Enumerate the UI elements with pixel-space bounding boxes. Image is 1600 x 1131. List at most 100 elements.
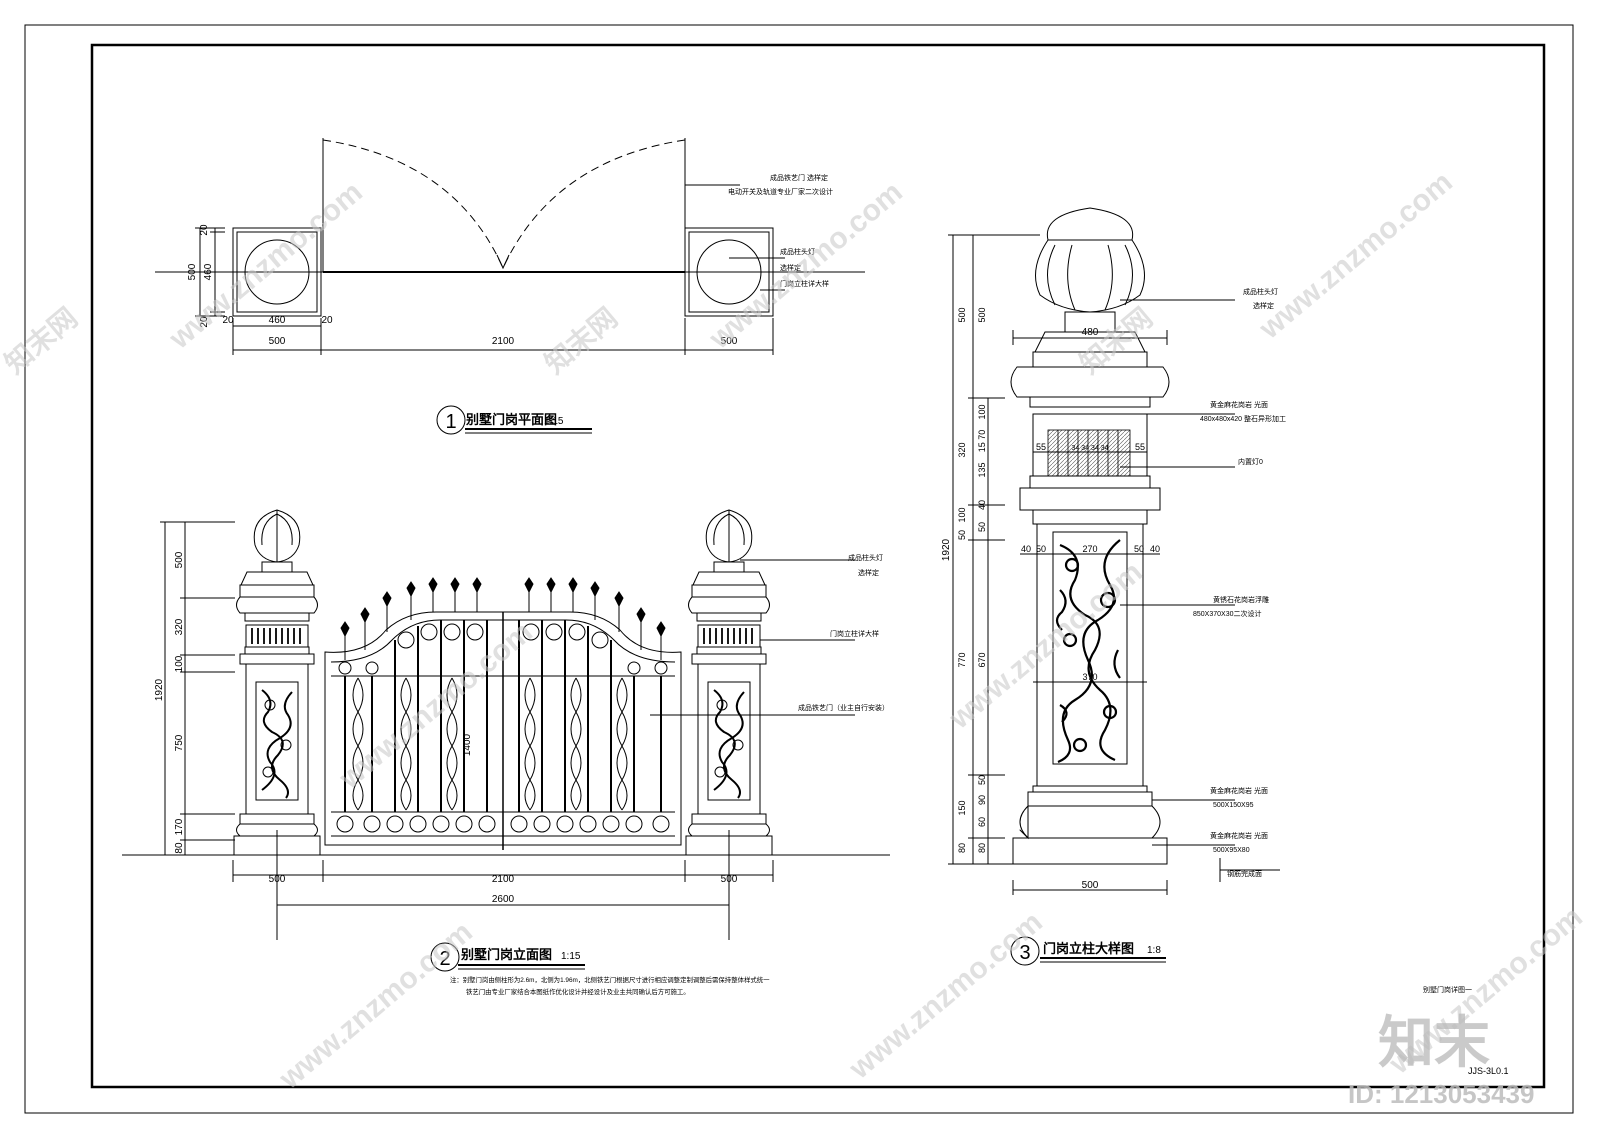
- outer-frame: [24, 24, 1574, 1114]
- plan-note-gate-2: 电动开关及轨道专业厂家二次设计: [728, 187, 833, 196]
- elev-note-1: 注：别墅门岗由侧柱形为2.6m，北侧为1.96m，北侧铁艺门根据尺寸进行相应调整…: [450, 975, 770, 984]
- watermark-site-6: www.znzmo.com: [843, 905, 1049, 1086]
- column-title: 3 门岗立柱大样图 1:8: [1010, 936, 1166, 966]
- iron-gate-elevation: [324, 577, 682, 850]
- gate-diamond-pattern: [352, 677, 628, 811]
- elev-note-detail: 门岗立柱详大样: [830, 629, 879, 638]
- col-dim-v135: 135: [977, 462, 987, 477]
- col-note-carve-2: 850X370X30二次设计: [1193, 609, 1261, 618]
- elev-dim-h2600: 2600: [492, 894, 515, 905]
- plan-dim-v460: 460: [203, 263, 214, 280]
- plan-view: [155, 138, 865, 355]
- col-dim-h55a: 55: [1036, 442, 1046, 452]
- col-dim-v1570: 15 70: [977, 430, 987, 453]
- col-dim-v80b: 80: [977, 843, 987, 853]
- col-dim-v770: 770: [957, 652, 967, 667]
- col-note-lamp-1: 成品柱头灯: [1243, 287, 1278, 296]
- col-dim-h50a: 50: [1036, 544, 1046, 554]
- col-dim-v150: 150: [957, 800, 967, 815]
- elev-dim-v80: 80: [174, 842, 185, 854]
- col-dim-v320: 320: [957, 442, 967, 457]
- watermark-site-4: www.znzmo.com: [333, 615, 539, 796]
- watermark-brand-3: 知末网: [1073, 301, 1158, 380]
- plan-note-detail: 门岗立柱详大样: [780, 279, 829, 288]
- col-dim-v60: 60: [977, 817, 987, 827]
- col-note-base1-2: 500X150X95: [1213, 802, 1254, 809]
- plan-dim-v20a: 20: [199, 224, 210, 236]
- plan-title-text: 别墅门岗平面图: [465, 412, 557, 427]
- elev-dim-v750: 750: [174, 734, 185, 751]
- col-note-granite-1: 黄金麻花岗岩 光面: [1210, 400, 1268, 409]
- left-pillar-elevation: [233, 509, 321, 856]
- elev-note-lamp-1: 成品柱头灯: [848, 553, 883, 562]
- elev-title-text: 别墅门岗立面图: [460, 947, 552, 962]
- column-dimension-texts: 480 1920 500 500 320 100 15 70 135 100 5…: [941, 307, 1160, 891]
- elev-dim-v170: 170: [174, 818, 185, 835]
- inner-frame: [90, 43, 1546, 1089]
- col-note-base2-1: 黄金麻花岗岩 光面: [1210, 831, 1268, 840]
- plan-title-no: 1: [445, 411, 456, 433]
- col-note-base1-1: 黄金麻花岗岩 光面: [1210, 786, 1268, 795]
- plan-title-scale: 1:15: [544, 416, 564, 427]
- col-dim-v500a: 500: [957, 307, 967, 322]
- title-block: 别墅门岗详图一 JJS-3L0.1: [1423, 985, 1509, 1076]
- col-dim-h40b: 40: [1150, 544, 1160, 554]
- col-dim-v50b: 50: [977, 522, 987, 532]
- col-dim-h55b: 55: [1135, 442, 1145, 452]
- col-title-text: 门岗立柱大样图: [1043, 941, 1134, 956]
- col-dim-h50b: 50: [1134, 544, 1144, 554]
- elev-title-scale: 1:15: [561, 951, 581, 962]
- col-note-base2-2: 500X95X80: [1213, 847, 1250, 854]
- elevation-title: 2 别墅门岗立面图 1:15 注：别墅门岗由侧柱形为2.6m，北侧为1.96m，…: [430, 942, 770, 996]
- elev-note-gate: 成品铁艺门（业主自行安装）: [798, 703, 889, 712]
- plan-dim-h500b: 500: [721, 336, 738, 347]
- col-note-found: 钢筋完成面: [1227, 869, 1262, 878]
- col-dim-h370: 370: [1082, 672, 1097, 682]
- col-dim-bottom500: 500: [1082, 880, 1099, 891]
- col-dim-v80a: 80: [957, 843, 967, 853]
- col-dim-v50c: 50: [977, 775, 987, 785]
- watermarks: www.znzmo.com 知末网 www.znzmo.com 知末网 www.…: [0, 165, 1589, 1109]
- plan-note-lamp-2: 选样定: [780, 263, 801, 272]
- plan-dim-h20b: 20: [321, 315, 333, 326]
- watermark-site-7: www.znzmo.com: [273, 915, 479, 1096]
- col-dim-v50a: 50: [957, 530, 967, 540]
- col-dim-v100a: 100: [977, 404, 987, 419]
- elev-note-lamp-2: 选样定: [858, 568, 879, 577]
- sheet-name: 别墅门岗详图一: [1423, 985, 1472, 994]
- col-dim-v100b: 100: [957, 507, 967, 522]
- col-dim-h40a: 40: [1021, 544, 1031, 554]
- plan-dim-h20a: 20: [222, 315, 234, 326]
- elevation-view: [122, 509, 890, 940]
- plan-dim-v500: 500: [187, 263, 198, 280]
- col-dim-v90: 90: [977, 795, 987, 805]
- elev-dim-v1920: 1920: [154, 678, 165, 701]
- col-title-scale: 1:8: [1147, 945, 1161, 956]
- watermark-brand-2: 知末网: [538, 301, 623, 380]
- col-dim-v670: 670: [977, 652, 987, 667]
- plan-dim-v20b: 20: [199, 316, 210, 328]
- col-dim-v1920: 1920: [941, 538, 952, 561]
- elevation-notes: 成品柱头灯 选样定 门岗立柱详大样 成品铁艺门（业主自行安装）: [798, 553, 889, 712]
- col-dim-v40: 40: [977, 500, 987, 510]
- col-note-lamp-2: 选样定: [1253, 301, 1274, 310]
- watermark-site-3: www.znzmo.com: [1253, 165, 1459, 346]
- column-detail: [948, 207, 1280, 895]
- elev-dim-v320: 320: [174, 618, 185, 635]
- elev-dim-v100: 100: [174, 655, 185, 672]
- gate-spear-tops: [340, 577, 666, 638]
- col-dim-top480: 480: [1082, 327, 1099, 338]
- gate-rings-bottom: [336, 815, 670, 833]
- col-dim-v500b: 500: [977, 307, 987, 322]
- plan-title: 1 别墅门岗平面图 1:15: [436, 405, 592, 435]
- elev-dim-h500b: 500: [721, 874, 738, 885]
- col-title-no: 3: [1019, 942, 1030, 964]
- right-pillar-elevation: [685, 509, 773, 856]
- elev-title-no: 2: [439, 948, 450, 970]
- col-dim-h270: 270: [1082, 544, 1097, 554]
- sheet-number: JJS-3L0.1: [1468, 1066, 1509, 1076]
- watermark-id: ID: 1213053439: [1348, 1079, 1534, 1109]
- elev-dim-v500: 500: [174, 551, 185, 568]
- elev-dim-gate1400: 1400: [462, 733, 473, 756]
